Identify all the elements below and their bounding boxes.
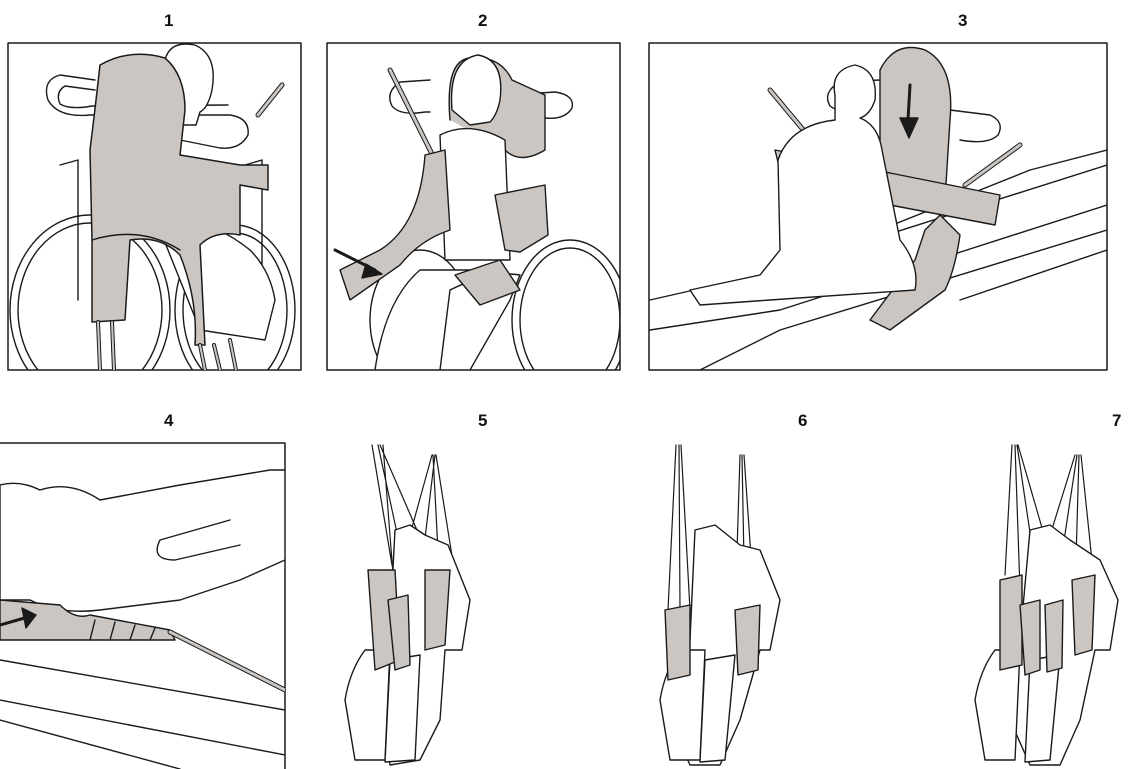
panel-2-wheel-right <box>511 239 620 370</box>
step-number-3: 3 <box>958 11 968 30</box>
panel-1-wheel-left <box>9 214 171 370</box>
panel-4-sling <box>0 599 176 641</box>
panel-5-leg-right <box>384 654 421 763</box>
step-number-4: 4 <box>164 411 174 430</box>
step-number-6: 6 <box>798 411 808 430</box>
step-number-2: 2 <box>478 11 488 30</box>
panel-4-person <box>0 469 285 612</box>
step-number-7: 7 <box>1112 411 1122 430</box>
panel-4-sling-under-lying-patient <box>0 442 286 769</box>
panel-6-leg-right <box>699 654 736 763</box>
panel-6-sling-left <box>664 604 691 681</box>
panel-7-sling-left <box>999 574 1023 671</box>
panel-4-frame <box>0 442 286 769</box>
step-number-1: 1 <box>164 11 174 30</box>
panel-6-sling-right <box>734 604 761 676</box>
panel-7-hanging-legs-apart <box>974 444 1119 766</box>
panel-2-sling-leg-insertion <box>326 42 621 371</box>
panel-2-arrow-icon <box>361 263 383 279</box>
panel-3-person <box>689 64 917 306</box>
panel-4-arrow-icon <box>21 607 37 629</box>
panel-5-hanging-crossed-legs <box>344 444 471 766</box>
panel-7-leg-left <box>974 649 1021 761</box>
panel-3-arrow-icon <box>899 117 919 139</box>
panel-3-sling-on-reclined-bed <box>648 42 1108 371</box>
panel-6-hanging-parallel-legs <box>659 444 781 766</box>
step-number-5: 5 <box>478 411 488 430</box>
panel-2-sling-left-leg <box>339 149 451 301</box>
panel-1-sling-on-wheelchair-back <box>7 42 302 371</box>
panel-7-sling-right <box>1071 574 1096 656</box>
panel-5-sling-right <box>424 569 451 651</box>
panel-2-head <box>450 54 502 126</box>
panel-2-sling-right-leg <box>454 259 521 306</box>
